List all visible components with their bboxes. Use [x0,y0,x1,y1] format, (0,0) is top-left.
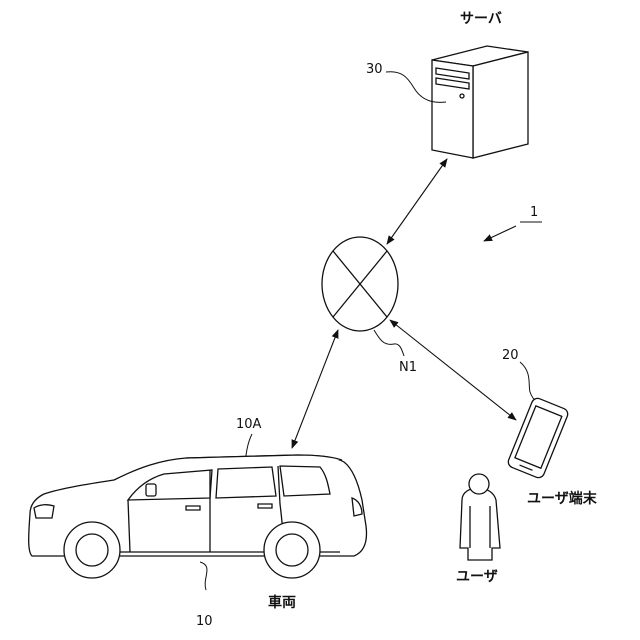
network-ref-label: N1 [399,360,417,375]
server-network-link [387,159,447,244]
server-ref-label: 30 [366,62,383,77]
vehicle-ref-label: 10 [196,614,213,629]
smartphone-icon [507,397,570,480]
server-title: サーバ [460,8,502,28]
network-leader-line [374,330,404,356]
system-ref-label: 1 [530,205,538,220]
network-vehicle-link [292,330,338,448]
terminal-ref-label: 20 [502,348,519,363]
vehicle-device-ref-label: 10A [236,417,261,432]
server-icon [432,46,528,158]
user-icon [460,474,500,560]
vehicle-leader-line [200,562,207,590]
network-icon [322,237,398,331]
vehicle-icon [29,455,367,578]
vehicle-title: 車両 [268,592,296,612]
terminal-title: ユーザ端末 [527,488,597,508]
system-pointer-arrow [484,226,516,241]
user-title: ユーザ [456,566,498,586]
terminal-leader-line [520,362,538,404]
